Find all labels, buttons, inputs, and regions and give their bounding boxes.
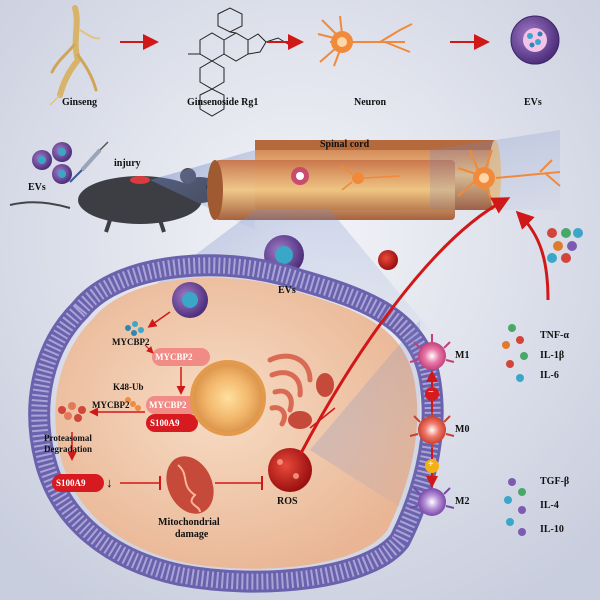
mycbp2-complex-label: MYCBP2 [149,400,187,410]
arrow-ev-to-mycbp2 [147,311,171,328]
mycbp2-box [152,348,210,366]
neuron-icon [317,15,413,67]
nucleus-icon [190,360,266,436]
mitochondrion-icon [166,456,214,514]
syringe-icon [69,141,109,183]
minus-sign: − [428,387,434,398]
ev-cluster-icon [32,142,72,184]
ros-particle-icon [378,250,398,270]
macrophage-m1-icon [409,334,455,370]
plus-sign: + [428,459,434,470]
mycbp2-free-label: MYCBP2 [112,337,150,347]
m2-label: M2 [455,496,470,507]
arrow-mycbp2-to-box [144,344,154,354]
anti-cytokine-dots-icon [504,478,526,536]
ros-icon [268,448,312,492]
er-golgi-icon [267,353,313,427]
arrow-ros-to-neuron [298,197,511,456]
cytokine-il4-label: IL-4 [540,500,559,511]
s100a9-complex-box [146,414,198,432]
proteasome-fragments-icon [58,402,86,422]
ev-vesicle-icon [510,15,560,65]
ginseng-label: Ginseng [62,97,98,108]
ev-entering-cell-icon [172,282,208,318]
arrow-cytokines-to-neuron [515,210,550,301]
mitochondrial-label: Mitochondrial [158,517,220,528]
m0-label: M0 [455,424,470,435]
damage-label: damage [175,529,209,540]
down-arrow-label: ↓ [106,475,113,490]
cytokine-cluster-icon [547,228,583,263]
s100a9-low-label: S100A9 [56,478,86,488]
injury-label: injury [114,158,141,169]
mycbp2-box-label: MYCBP2 [155,352,193,362]
k48-ub-label: K48-Ub [113,382,144,392]
degradation-label: Degradation [44,444,92,454]
ros-label: ROS [277,496,298,507]
m1-label: M1 [455,350,470,361]
evs-inject-label: EVs [28,182,46,193]
plus-badge [425,459,439,473]
macrophage-beam [310,320,420,520]
cytokine-il6-label: IL-6 [540,370,559,381]
neuron-zoom-beam [430,130,560,210]
spinal-cord-label: Spinal cord [320,139,370,150]
minus-badge [425,387,439,401]
mycbp2-particles-icon [125,321,144,336]
ubiquitin-chain-icon [125,397,141,411]
ginseng-root-icon [49,5,101,106]
mitochondria-small-icon [288,373,334,429]
cytokine-il10-label: IL-10 [540,524,564,535]
evs-label: EVs [524,97,542,108]
evs-mid-label: EVs [278,285,296,296]
proteasomal-label: Proteasomal [44,433,92,443]
cytokine-tgfb-label: TGF-β [540,476,570,487]
inhibit-line-3 [309,407,336,429]
neuron-label: Neuron [354,97,387,108]
pro-cytokine-dots-icon [502,324,528,382]
macrophage-m0-icon [409,408,455,450]
cytokine-tnf-label: TNF-α [540,330,569,341]
s100a9-complex-label: S100A9 [150,418,180,428]
cytokine-il1b-label: IL-1β [540,350,565,361]
s100a9-low-box [52,474,104,492]
mycbp2-complex-box [146,396,202,414]
ginsenoside-label: Ginsenoside Rg1 [187,97,259,108]
mycbp2-degraded-label: MYCBP2 [92,400,130,410]
neuron-zoom-icon [457,149,561,201]
